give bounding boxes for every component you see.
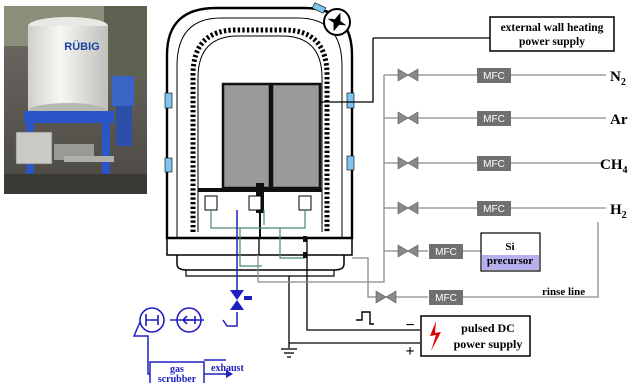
exhaust-valve-icon (230, 290, 252, 310)
svg-text:MFC: MFC (435, 293, 457, 304)
table-supports (204, 195, 312, 211)
plus-terminal: + (405, 343, 414, 360)
exhaust-label: exhaust (211, 363, 244, 374)
lightning-icon (430, 321, 441, 351)
right-workpiece (270, 82, 322, 190)
svg-text:MFC: MFC (483, 114, 505, 125)
rinse-line-label: rinse line (542, 286, 585, 298)
heating-power-supply-box (489, 16, 615, 52)
ground-icon (281, 348, 297, 358)
mfc-precursor: MFC (429, 244, 463, 259)
si-precursor-vessel: Si precursor (480, 232, 541, 272)
gas-scrubber-box (149, 361, 205, 383)
left-workpiece (221, 82, 272, 190)
heating-supply-label-line2: power supply (519, 36, 585, 48)
mfc-h2: MFC (477, 201, 511, 216)
gas-label-n2: N2 (610, 69, 626, 88)
gas-label-h2: H2 (610, 202, 627, 221)
viewing-windows (164, 2, 355, 173)
gas-label-ar: Ar (610, 112, 628, 128)
dc-power-wires (258, 238, 420, 348)
internal-gas-lines (210, 210, 306, 267)
fan-icon (323, 8, 351, 36)
gas-label-ch4: CH4 (600, 157, 628, 176)
mfc-n2: MFC (477, 68, 511, 83)
exhaust-lines (132, 210, 238, 375)
pulse-waveform-icon (356, 311, 374, 325)
mfc-ch4: MFC (477, 156, 511, 171)
pulsed-label-line2: power supply (454, 337, 523, 351)
reactor-photo: RÜBIG (4, 6, 147, 194)
gas-scrubber-label-line2: scrubber (158, 374, 197, 383)
photo-brand-logo: RÜBIG (64, 40, 99, 53)
svg-text:MFC: MFC (483, 204, 505, 215)
precursor-label-line2: precursor (487, 255, 533, 267)
heating-supply-label-line1: external wall heating (501, 22, 604, 34)
precursor-label-line1: Si (505, 241, 514, 253)
valve-icon (375, 68, 419, 304)
mfc-ar: MFC (477, 111, 511, 126)
mfc-rinse: MFC (429, 290, 463, 305)
pump-icon (139, 307, 202, 333)
svg-text:MFC: MFC (435, 247, 457, 258)
pulsed-label-line1: pulsed DC (461, 321, 515, 335)
heating-power-wire (320, 37, 491, 103)
svg-text:MFC: MFC (483, 159, 505, 170)
exhaust-arrow-icon (226, 370, 233, 378)
svg-text:MFC: MFC (483, 71, 505, 82)
minus-terminal: − (405, 317, 414, 334)
gas-scrubber-label-line1: gas (170, 364, 184, 375)
pulsed-dc-power-supply-box (420, 315, 531, 357)
